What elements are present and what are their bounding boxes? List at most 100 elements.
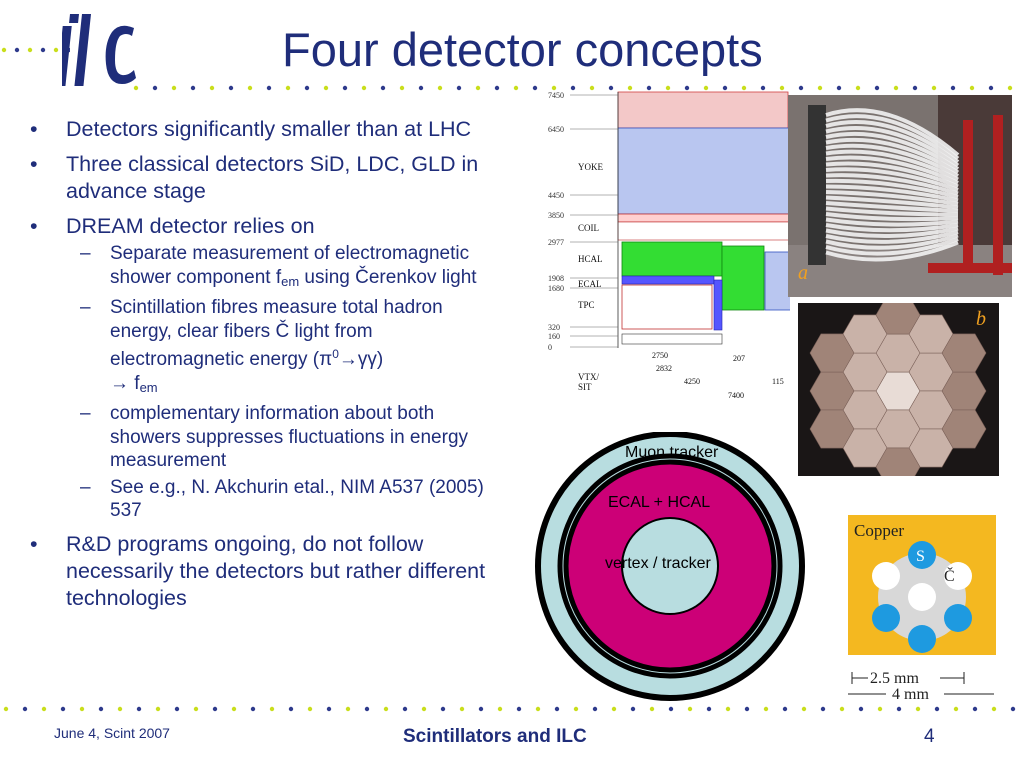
photo-b-label: b xyxy=(976,308,986,330)
decor-dot xyxy=(22,706,28,712)
decor-dot xyxy=(437,85,443,91)
decor-dot xyxy=(3,706,9,712)
decor-dot xyxy=(60,706,66,712)
layer-label: ECAL xyxy=(578,279,602,289)
bullet-text: Three classical detectors SiD, LDC, GLD … xyxy=(66,152,479,203)
decor-dot xyxy=(915,706,921,712)
sub-bullet-text: Scintillation fibres measure total hadro… xyxy=(110,297,443,370)
decor-dot xyxy=(193,706,199,712)
decor-dot xyxy=(98,706,104,712)
decor-dot xyxy=(497,706,503,712)
decor-dot xyxy=(896,706,902,712)
bullet-text: Detectors significantly smaller than at … xyxy=(66,117,472,141)
fiber-strand xyxy=(825,131,960,171)
decor-dot xyxy=(630,706,636,712)
sub-bullet-item: – Scintillation fibres measure total had… xyxy=(30,296,500,399)
sub-bullet-marker: – xyxy=(80,297,91,318)
fiber-strand xyxy=(825,125,960,168)
header-dot-row xyxy=(133,85,1013,91)
decor-dot xyxy=(288,706,294,712)
fiber-strand xyxy=(825,240,959,262)
fiber-strand xyxy=(825,143,959,178)
decor-dot xyxy=(668,706,674,712)
decor-dot xyxy=(649,706,655,712)
decor-dot xyxy=(285,85,291,91)
decor-dot xyxy=(589,85,595,91)
decor-dot xyxy=(874,85,880,91)
decor-dot xyxy=(684,85,690,91)
decor-dot xyxy=(665,85,671,91)
decor-dot xyxy=(722,85,728,91)
bullet-item: • DREAM detector relies on xyxy=(30,213,500,240)
fiber-strand xyxy=(825,230,959,244)
decor-dot xyxy=(570,85,576,91)
radius-label: 4450 xyxy=(548,191,564,200)
bullet-marker: • xyxy=(30,531,38,556)
decor-dot xyxy=(573,706,579,712)
decor-dot xyxy=(782,706,788,712)
fiber-strand xyxy=(825,137,960,175)
layer-label: VTX/ xyxy=(578,372,599,382)
decor-dot xyxy=(53,47,59,53)
fiber-strand xyxy=(825,184,959,203)
decor-dot xyxy=(687,706,693,712)
length-label: 115 xyxy=(772,377,784,386)
decor-dot xyxy=(478,706,484,712)
layer-label: HCAL xyxy=(578,254,603,264)
decor-dot xyxy=(212,706,218,712)
superscript: 0 xyxy=(332,347,339,361)
sub-bullet-text: → f xyxy=(110,372,140,394)
sub-bullet-text: complementary information about both sho… xyxy=(110,403,469,471)
footer-dot-row xyxy=(3,706,1016,712)
decor-dot xyxy=(402,706,408,712)
decor-dot xyxy=(988,85,994,91)
decor-dot xyxy=(40,47,46,53)
bullet-marker: • xyxy=(30,152,38,176)
fiber-strand xyxy=(825,201,959,213)
layer-label: COIL xyxy=(578,223,599,233)
decor-dot xyxy=(133,85,139,91)
decor-dot xyxy=(820,706,826,712)
fiber-strand xyxy=(825,223,959,233)
decor-dot xyxy=(931,85,937,91)
decor-dot xyxy=(592,706,598,712)
length-label: 7400 xyxy=(728,391,744,400)
decor-dot xyxy=(494,85,500,91)
radius-label: 1680 xyxy=(548,284,564,293)
sub-bullet-marker: – xyxy=(80,243,91,264)
decor-dot xyxy=(627,85,633,91)
radius-label: 2977 xyxy=(548,238,564,247)
sub-bullet-text: →γγ) xyxy=(338,349,384,370)
decor-dot xyxy=(763,706,769,712)
decor-dot xyxy=(953,706,959,712)
decor-dot xyxy=(950,85,956,91)
length-label: 2832 xyxy=(656,364,672,373)
decor-dot xyxy=(190,85,196,91)
decor-dot xyxy=(1,47,7,53)
bullet-list: • Detectors significantly smaller than a… xyxy=(30,116,500,620)
decor-dot xyxy=(877,706,883,712)
decor-dot xyxy=(798,85,804,91)
ecal-hcal-label: ECAL + HCAL xyxy=(608,494,711,511)
fiber-strand xyxy=(825,108,960,157)
footer-date: June 4, Scint 2007 xyxy=(54,725,170,741)
radius-label: 0 xyxy=(548,343,552,352)
decor-dot xyxy=(513,85,519,91)
bullet-marker: • xyxy=(30,214,38,238)
hex-module xyxy=(875,303,921,335)
decor-dot xyxy=(839,706,845,712)
decor-dot xyxy=(744,706,750,712)
decor-dot xyxy=(345,706,351,712)
fiber-strand xyxy=(825,190,959,206)
decor-dot xyxy=(79,706,85,712)
decor-dot xyxy=(421,706,427,712)
fiber-strand xyxy=(825,226,959,238)
length-label: 2750 xyxy=(652,351,668,360)
layer-label: SIT xyxy=(578,382,592,392)
decor-dot xyxy=(209,85,215,91)
fiber-strand xyxy=(825,149,959,182)
decor-dot xyxy=(1007,85,1013,91)
decor-dot xyxy=(1010,706,1016,712)
sub-bullet-item: – complementary information about both s… xyxy=(30,402,500,473)
